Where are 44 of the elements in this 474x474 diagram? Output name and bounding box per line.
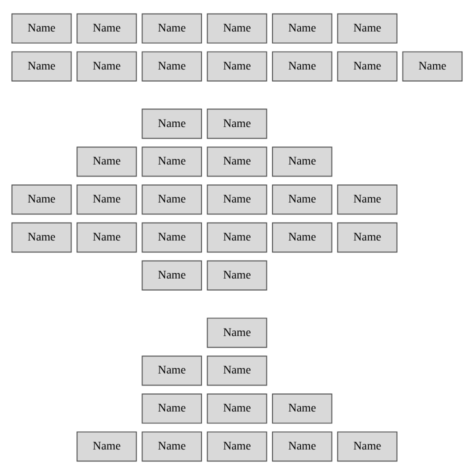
node-box: Name bbox=[76, 50, 137, 81]
node-box: Name bbox=[206, 317, 268, 348]
node-box: Name bbox=[76, 12, 137, 44]
node-box: Name bbox=[272, 146, 332, 176]
node-box: Name bbox=[206, 184, 268, 214]
node-box: Name bbox=[142, 146, 202, 176]
node-box: Name bbox=[142, 222, 202, 252]
node-box: Name bbox=[142, 260, 202, 290]
node-box: Name bbox=[337, 222, 398, 252]
node-box: Name bbox=[76, 146, 137, 176]
node-box: Name bbox=[142, 184, 202, 214]
node-box: Name bbox=[337, 50, 398, 81]
node-box: Name bbox=[11, 222, 72, 252]
node-box: Name bbox=[206, 260, 268, 290]
node-box: Name bbox=[142, 108, 202, 138]
node-box: Name bbox=[76, 430, 137, 462]
node-box: Name bbox=[337, 184, 398, 214]
node-box: Name bbox=[272, 393, 332, 424]
node-box: Name bbox=[142, 430, 202, 462]
node-box: Name bbox=[142, 50, 202, 81]
node-box: Name bbox=[272, 12, 332, 44]
node-box: Name bbox=[11, 184, 72, 214]
node-box: Name bbox=[206, 430, 268, 462]
node-box: Name bbox=[142, 355, 202, 386]
node-box: Name bbox=[76, 222, 137, 252]
node-box: Name bbox=[272, 50, 332, 81]
node-box: Name bbox=[206, 108, 268, 138]
node-box: Name bbox=[272, 222, 332, 252]
node-box: Name bbox=[272, 430, 332, 462]
node-box: Name bbox=[142, 12, 202, 44]
node-box: Name bbox=[206, 222, 268, 252]
node-box: Name bbox=[206, 393, 268, 424]
node-box: Name bbox=[206, 50, 268, 81]
node-box: Name bbox=[337, 430, 398, 462]
node-box: Name bbox=[11, 50, 72, 81]
node-box: Name bbox=[337, 12, 398, 44]
node-box: Name bbox=[402, 50, 463, 81]
node-box: Name bbox=[76, 184, 137, 214]
node-box: Name bbox=[206, 355, 268, 386]
node-box: Name bbox=[142, 393, 202, 424]
node-box: Name bbox=[11, 12, 72, 44]
node-box: Name bbox=[206, 146, 268, 176]
node-box: Name bbox=[272, 184, 332, 214]
node-box: Name bbox=[206, 12, 268, 44]
